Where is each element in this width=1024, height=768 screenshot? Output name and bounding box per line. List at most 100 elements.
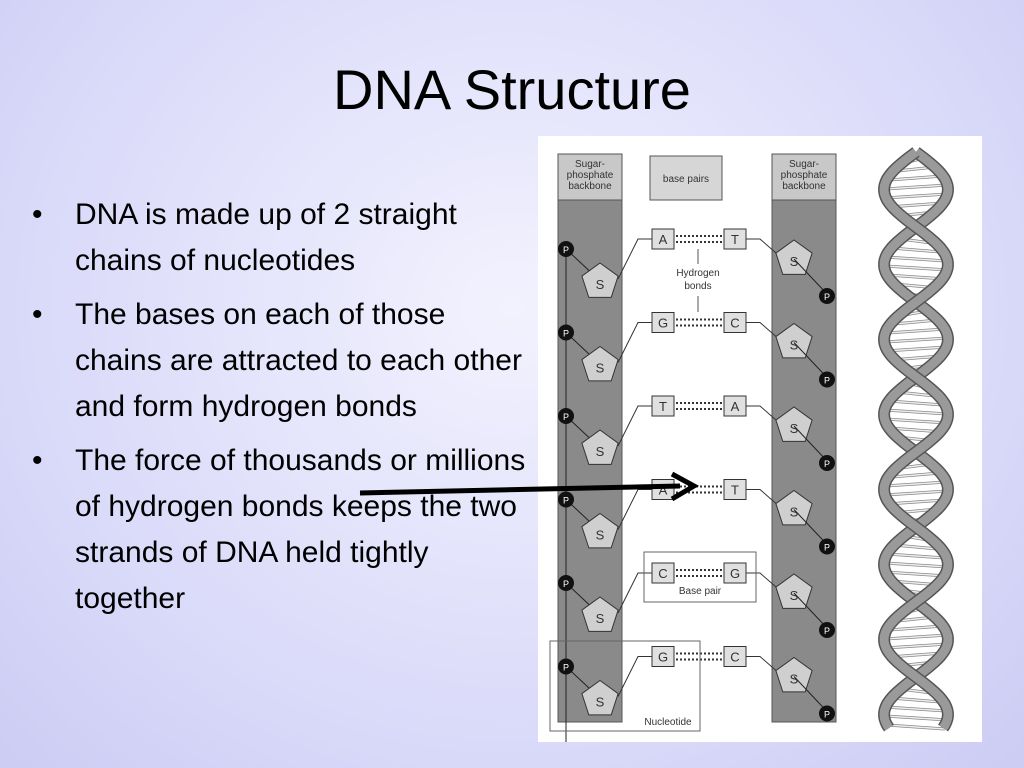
phosphate-label: P <box>824 459 830 469</box>
bullet-item: • The force of thousands or millions of … <box>32 438 537 622</box>
helix-rung-highlight <box>891 697 941 703</box>
sugar-pentagon <box>775 656 813 693</box>
helix-rung-highlight <box>886 553 946 559</box>
helix-rung-highlight <box>884 265 948 271</box>
base-box-right <box>723 479 747 500</box>
phosphate-group <box>558 575 574 591</box>
bullet-text: DNA is made up of 2 straight chains of n… <box>75 198 457 277</box>
phosphate-group <box>558 324 574 341</box>
base-box-right <box>723 395 747 417</box>
sugar-pentagon <box>775 322 813 359</box>
base-pair-highlight-box <box>643 551 757 603</box>
sugar-pentagon <box>581 512 619 549</box>
bullet-item: • The bases on each of those chains are … <box>32 292 537 430</box>
helix-rung-highlight <box>884 418 948 424</box>
sugar-label: S <box>790 421 799 436</box>
helix-rung-highlight <box>884 337 948 343</box>
base-pairs-label: base pairs <box>663 174 709 185</box>
right-backbone-label: backbone <box>782 181 826 192</box>
phosphate-group <box>819 622 835 638</box>
phosphate-group <box>819 538 835 555</box>
right-backbone-label: phosphate <box>781 170 828 181</box>
helix-rung-highlight <box>885 706 947 712</box>
backbone-link <box>793 676 828 712</box>
phosphate-group <box>558 491 574 508</box>
base-letter-left: G <box>658 650 668 665</box>
sugar-label: S <box>790 588 799 603</box>
sugar-label: S <box>596 528 605 543</box>
helix-rung-highlight <box>888 625 944 631</box>
sugar-pentagon <box>581 262 619 298</box>
hydrogen-bonds-label: bonds <box>684 281 711 292</box>
helix-rung-highlight <box>884 715 948 721</box>
phosphate-group <box>819 371 835 388</box>
sugar-label: S <box>596 611 605 626</box>
helix-rung-highlight <box>884 409 948 415</box>
helix-rung-highlight <box>886 328 946 334</box>
base-box-left <box>651 228 675 250</box>
helix-strand <box>879 148 953 731</box>
nucleotide-label: Nucleotide <box>644 717 692 728</box>
base-box-left <box>651 562 675 584</box>
base-letter-left: A <box>659 232 668 247</box>
sugar-base-link <box>617 238 652 280</box>
sugar-base-link <box>745 572 777 588</box>
phosphate-label: P <box>563 579 569 589</box>
sugar-base-link <box>745 656 777 671</box>
helix-rung-highlight <box>884 643 948 649</box>
base-letter-right: T <box>731 483 739 498</box>
base-box-right <box>723 228 747 250</box>
bullet-item: • DNA is made up of 2 straight chains of… <box>32 192 537 284</box>
sugar-label: S <box>596 695 605 710</box>
sugar-base-link <box>617 322 652 363</box>
sugar-base-link <box>745 489 777 504</box>
helix-rung-highlight <box>884 634 948 640</box>
sugar-pentagon <box>775 489 813 526</box>
backbone-link <box>793 509 828 545</box>
dna-structure-diagram: Sugar-phosphatebackboneSugar-phosphateba… <box>549 147 954 750</box>
sugar-pentagon <box>581 679 619 716</box>
phosphate-group <box>558 241 574 257</box>
base-letter-left: A <box>659 483 668 498</box>
sugar-pentagon <box>775 239 813 275</box>
phosphate-label: P <box>563 245 569 255</box>
phosphate-label: P <box>824 543 830 553</box>
base-pair-label: Base pair <box>679 586 722 597</box>
helix-rung-highlight <box>884 184 948 190</box>
sugar-label: S <box>790 672 799 687</box>
base-box-left <box>651 646 675 667</box>
slide-title: DNA Structure <box>333 58 691 121</box>
phosphate-label: P <box>824 376 830 386</box>
base-box-right <box>723 562 747 584</box>
bullet-marker: • <box>32 444 43 477</box>
sugar-base-link <box>745 405 777 421</box>
right-backbone-label: Sugar- <box>789 159 819 170</box>
sugar-pentagon <box>581 596 619 632</box>
left-backbone-label: phosphate <box>567 170 614 181</box>
phosphate-group <box>558 408 574 424</box>
sugar-pentagon <box>775 406 813 442</box>
helix-rung-highlight <box>885 256 947 262</box>
phosphate-label: P <box>824 710 830 720</box>
helix-rung-highlight <box>885 571 947 577</box>
phosphate-label: P <box>824 292 830 302</box>
phosphate-group <box>819 705 835 722</box>
base-box-left <box>651 395 675 417</box>
base-letter-right: G <box>730 566 740 581</box>
helix-rung-highlight <box>884 193 948 199</box>
sugar-base-link <box>617 405 652 447</box>
phosphate-group <box>819 288 835 304</box>
hydrogen-bonds-label: Hydrogen <box>676 268 719 279</box>
phosphate-label: P <box>563 412 569 422</box>
base-letter-left: T <box>659 399 667 414</box>
helix-rung-highlight <box>884 490 948 496</box>
base-letter-right: C <box>730 650 739 665</box>
nucleotide-highlight-box <box>549 640 701 732</box>
backbone-link <box>793 258 828 295</box>
sugar-pentagon <box>581 345 619 382</box>
sugar-label: S <box>790 254 799 269</box>
sugar-base-link <box>745 322 777 337</box>
helix-rung-highlight <box>888 400 944 406</box>
backbone-link <box>793 592 828 629</box>
